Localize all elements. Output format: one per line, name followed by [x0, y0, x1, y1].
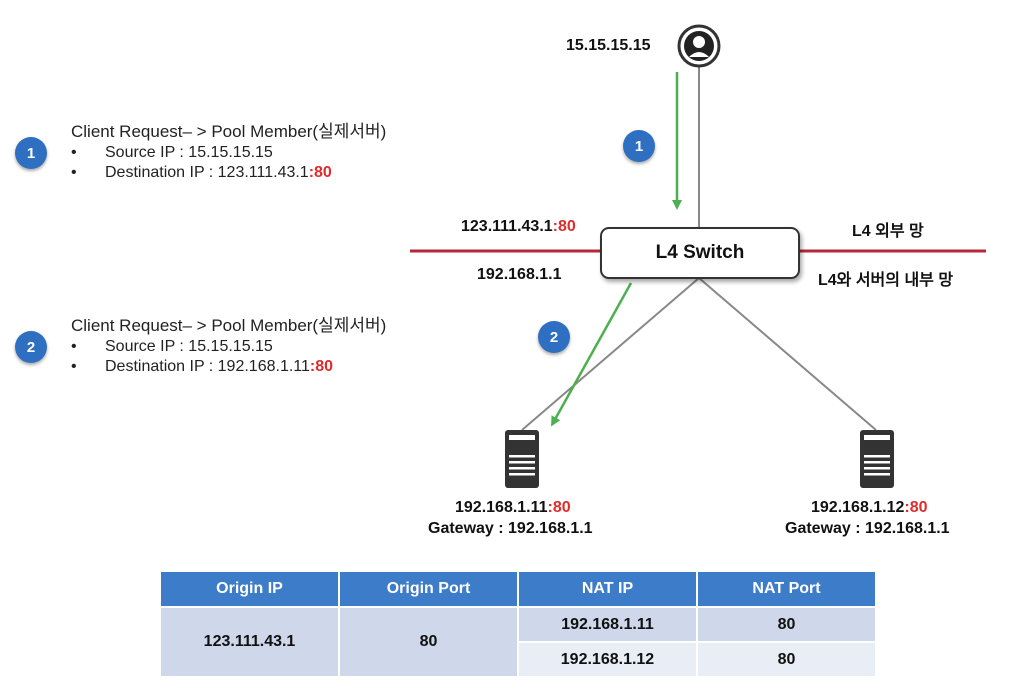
- bullet: •: [71, 164, 77, 181]
- column-header-origin-port: Origin Port: [340, 572, 519, 608]
- origin-port-cell: 80: [340, 608, 519, 678]
- destination-ip-line: • Destination IP : 192.168.1.11:80: [71, 358, 386, 376]
- step-badge-1: 1: [15, 137, 47, 169]
- step-description-2: Client Request– > Pool Member(실제서버) • Sou…: [71, 311, 386, 376]
- destination-ip-text: Destination IP : 192.168.1.11: [105, 358, 310, 375]
- column-header-nat-port: NAT Port: [698, 572, 877, 608]
- external-network-label: L4 외부 망: [852, 223, 924, 240]
- client-ip-label: 15.15.15.15: [566, 37, 651, 54]
- server2-gateway-label: Gateway : 192.168.1.1: [785, 520, 950, 537]
- server1-link-line: [521, 277, 700, 431]
- step-description-1: Client Request– > Pool Member(실제서버) • Sou…: [71, 117, 386, 182]
- source-ip-line: • Source IP : 15.15.15.15: [71, 338, 386, 356]
- l4-switch-node: L4 Switch: [600, 227, 800, 279]
- nat-port-cell: 80: [698, 608, 877, 643]
- column-header-origin-ip: Origin IP: [161, 572, 340, 608]
- table-header-row: Origin IP Origin Port NAT IP NAT Port: [161, 572, 877, 608]
- server1-ip-label: 192.168.1.11:80: [455, 499, 571, 517]
- step-title: Client Request– > Pool Member(실제서버): [71, 316, 387, 335]
- user-icon: [677, 24, 721, 68]
- destination-port-text: :80: [308, 164, 332, 181]
- nat-ip-cell: 192.168.1.12: [519, 643, 698, 678]
- step-badge-2: 2: [15, 331, 47, 363]
- server2-link-line: [698, 277, 877, 431]
- flow-step-badge-2: 2: [538, 321, 570, 353]
- source-ip-text: Source IP : 15.15.15.15: [105, 338, 273, 355]
- l4-switch-label: L4 Switch: [655, 242, 745, 263]
- step-title: Client Request– > Pool Member(실제서버): [71, 122, 387, 141]
- destination-port-text: :80: [309, 358, 334, 375]
- flow-step-badge-1: 1: [623, 130, 655, 162]
- flow-arrow-2: [551, 282, 633, 427]
- switch-internal-ip-label: 192.168.1.1: [477, 266, 562, 283]
- nat-port-cell: 80: [698, 643, 877, 678]
- nat-table: Origin IP Origin Port NAT IP NAT Port 12…: [161, 572, 877, 678]
- vip-label: 123.111.43.1:80: [461, 218, 576, 236]
- destination-ip-line: • Destination IP : 123.111.43.1:80: [71, 164, 386, 182]
- server2-ip-label: 192.168.1.12:80: [811, 499, 928, 517]
- bullet: •: [71, 358, 77, 375]
- source-ip-line: • Source IP : 15.15.15.15: [71, 144, 386, 162]
- server1-port: :80: [547, 499, 571, 516]
- source-ip-text: Source IP : 15.15.15.15: [105, 144, 273, 161]
- vip-port: :80: [552, 218, 576, 235]
- server2-ip: 192.168.1.12: [811, 499, 905, 516]
- table-row: 192.168.1.12 80: [161, 643, 877, 678]
- bullet: •: [71, 144, 77, 161]
- server-icon: [860, 430, 894, 488]
- internal-network-label: L4와 서버의 내부 망: [818, 272, 954, 289]
- column-header-nat-ip: NAT IP: [519, 572, 698, 608]
- bullet: •: [71, 338, 77, 355]
- server2-port: :80: [904, 499, 928, 516]
- destination-ip-text: Destination IP : 123.111.43.1: [105, 164, 309, 181]
- server1-gateway-label: Gateway : 192.168.1.1: [428, 520, 593, 537]
- server1-ip: 192.168.1.11: [455, 499, 548, 516]
- table-row: 123.111.43.1 80 192.168.1.11 80: [161, 608, 877, 678]
- server-icon: [505, 430, 539, 488]
- vip-ip: 123.111.43.1: [461, 218, 553, 235]
- origin-ip-cell: 123.111.43.1: [161, 608, 340, 678]
- nat-ip-cell: 192.168.1.11: [519, 608, 698, 643]
